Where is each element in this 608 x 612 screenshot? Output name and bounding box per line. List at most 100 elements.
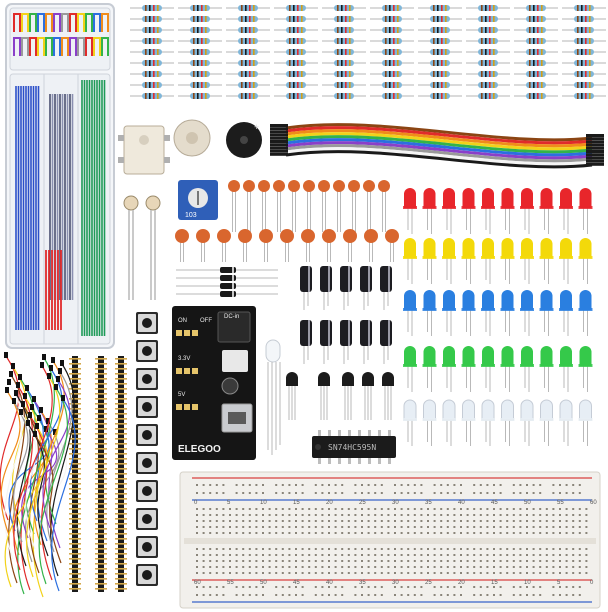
- breadboard-number: 25: [425, 580, 432, 586]
- led-icon: [403, 238, 417, 284]
- dupont-wire: [29, 415, 53, 581]
- resistor-icon: [226, 5, 270, 11]
- resistor-icon: [130, 93, 174, 99]
- breadboard-number: 5: [227, 500, 231, 506]
- led-icon: [559, 238, 573, 284]
- resistor-icon: [226, 60, 270, 66]
- electrolytic-capacitor-icon: [340, 266, 352, 310]
- dupont-connector: [270, 136, 288, 140]
- led-icon: [520, 399, 534, 446]
- tactile-button-icon: [136, 312, 158, 334]
- resistor-icon: [322, 27, 366, 33]
- ribbon-wire: [285, 126, 593, 145]
- led-icon: [422, 399, 437, 446]
- breadboard-number: 20: [458, 580, 465, 586]
- led-icon: [559, 188, 573, 234]
- dupont-wire-bundle: [0, 352, 76, 598]
- resistor-icon: [466, 71, 510, 77]
- led-icon: [578, 346, 593, 392]
- resistor-icon: [514, 93, 558, 99]
- resistor-icon: [466, 82, 510, 88]
- ceramic-capacitor-icon: [228, 180, 240, 232]
- 3v3-label: 3.3V: [178, 356, 190, 362]
- resistor-icon: [130, 27, 174, 33]
- led-icon: [422, 188, 437, 234]
- resistor-icon: [418, 71, 462, 77]
- led-icon: [461, 290, 476, 336]
- ribbon-wire: [285, 147, 593, 166]
- 5v-label: 5V: [178, 392, 185, 398]
- dupont-wire: [51, 398, 76, 592]
- ic-marking: SN74HC595N: [328, 443, 376, 452]
- resistor-icon: [178, 71, 222, 77]
- optocoupler-icon: [118, 125, 170, 175]
- resistor-icon: [226, 71, 270, 77]
- dupont-connector: [586, 156, 604, 160]
- resistor-icon: [178, 27, 222, 33]
- resistor-icon: [274, 38, 318, 44]
- tactile-button-icon: [136, 424, 158, 446]
- jumper-wire-icon: [37, 13, 45, 32]
- ceramic-capacitor-icon: [175, 229, 189, 262]
- dupont-connector: [270, 143, 288, 147]
- transistor-icon: [318, 372, 330, 420]
- led-icon: [520, 346, 534, 392]
- resistor-icon: [562, 38, 606, 44]
- potentiometer-icon: 103: [178, 180, 218, 220]
- led-icon: [539, 238, 554, 284]
- breadboard-number: 15: [491, 580, 498, 586]
- led-icon: [520, 238, 534, 284]
- ribbon-wire: [285, 132, 593, 151]
- electrolytic-capacitor-icon: [340, 320, 352, 364]
- electrolytic-capacitor-icon: [320, 320, 332, 364]
- ceramic-capacitor-icon: [303, 180, 315, 232]
- resistor-icon: [562, 60, 606, 66]
- jumper-wire-icon: [45, 37, 53, 56]
- transistor-icon: [362, 372, 374, 420]
- led-icon: [422, 290, 437, 336]
- dupont-connector: [586, 162, 604, 166]
- jumper-wire-icon: [61, 13, 69, 32]
- resistor-icon: [466, 93, 510, 99]
- electrolytic-capacitor-icon: [300, 320, 312, 364]
- resistor-icon: [130, 49, 174, 55]
- breadboard-number: 0: [590, 580, 594, 586]
- dupont-connector: [270, 130, 288, 134]
- led-icon: [500, 399, 515, 446]
- led-icon: [520, 188, 534, 234]
- resistor-icon: [562, 82, 606, 88]
- ribbon-wire: [285, 129, 593, 148]
- short-jumper-wires: [13, 13, 109, 56]
- resistor-icon: [562, 27, 606, 33]
- dupont-wire: [8, 374, 26, 584]
- breadboard-number: 55: [227, 580, 234, 586]
- pin-headers: [69, 356, 127, 592]
- ribbon-wire: [285, 144, 593, 163]
- dupont-wire: [29, 368, 63, 522]
- dupont-wire: [46, 371, 73, 553]
- resistor-icon: [418, 38, 462, 44]
- resistor-icon: [274, 60, 318, 66]
- resistor-icon: [274, 27, 318, 33]
- ceramic-capacitor-icon: [196, 229, 210, 262]
- ceramic-capacitor-icon: [288, 180, 300, 232]
- led-icon: [461, 238, 476, 284]
- resistor-icon: [274, 82, 318, 88]
- resistor-icon: [322, 60, 366, 66]
- tactile-button-icon: [136, 396, 158, 418]
- led-icon: [461, 399, 476, 446]
- jumper-wire-icon: [21, 13, 29, 32]
- resistor-icon: [178, 93, 222, 99]
- breadboard-number: 50: [260, 580, 267, 586]
- electrolytic-capacitor-icon: [360, 320, 372, 364]
- breadboard-number: 45: [491, 500, 498, 506]
- dupont-wire: [34, 434, 62, 564]
- resistor-icon: [370, 27, 414, 33]
- led-icon: [403, 290, 417, 336]
- led-icon: [442, 188, 456, 234]
- diode-icon: [176, 283, 278, 289]
- potentiometer-marking: 103: [185, 212, 197, 219]
- resistor-icon: [418, 49, 462, 55]
- resistor-icon: [370, 16, 414, 22]
